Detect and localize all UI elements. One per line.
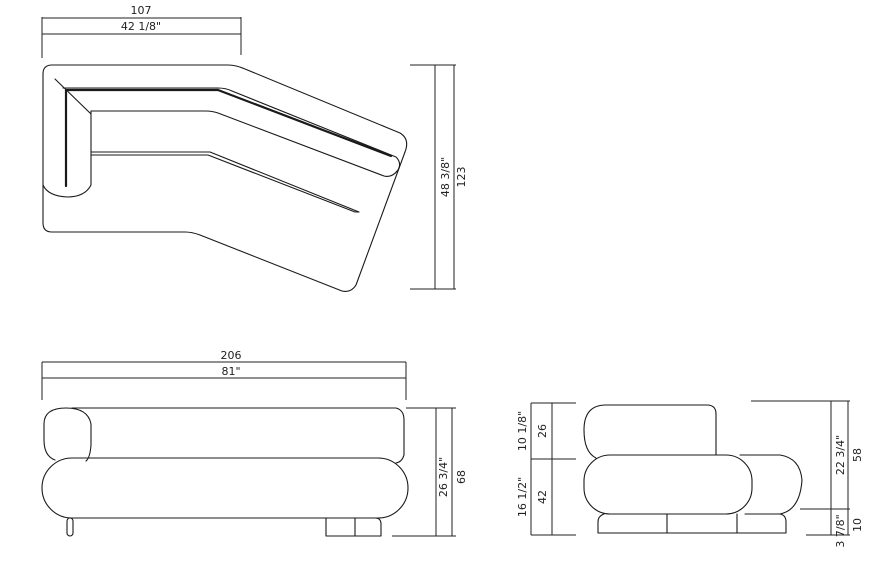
front-width-in: 81"	[221, 365, 240, 378]
side-base	[597, 513, 787, 534]
side-back-height-cm: 26	[536, 424, 549, 438]
top-depth-in: 48 3/8"	[439, 157, 452, 197]
front-left-leg	[66, 517, 74, 537]
side-right-dimensions: 22 3/4" 58 3 7/8" 10	[751, 400, 864, 548]
front-arm-cushion	[43, 407, 92, 462]
front-seat-cushion	[41, 457, 409, 519]
side-back-height-in: 10 1/8"	[516, 411, 529, 451]
front-height-dimension: 26 3/4" 68	[392, 407, 468, 537]
top-outline	[42, 64, 408, 292]
top-seat-seam	[90, 151, 360, 213]
top-depth-cm: 123	[455, 167, 468, 188]
side-seat-cushion	[583, 454, 753, 515]
front-back-cushion	[71, 407, 405, 464]
side-total-height-cm: 58	[851, 448, 864, 462]
side-total-height-in: 22 3/4"	[834, 435, 847, 475]
top-width-cm: 107	[131, 4, 152, 17]
side-back-cushion	[583, 404, 717, 459]
top-depth-dimension: 48 3/8" 123	[410, 64, 468, 290]
side-view: 10 1/8" 26 16 1/2" 42 22 3/4" 58 3 7/8" …	[516, 400, 864, 548]
top-width-in: 42 1/8"	[121, 20, 161, 33]
side-seat-height-cm: 42	[536, 490, 549, 504]
front-right-base	[325, 517, 382, 537]
front-width-cm: 206	[221, 349, 242, 362]
front-height-in: 26 3/4"	[437, 457, 450, 497]
side-left-dimensions: 10 1/8" 26 16 1/2" 42	[516, 402, 576, 536]
side-seat-height-in: 16 1/2"	[516, 477, 529, 517]
top-view: 107 42 1/8" 48 3/8" 123	[41, 4, 468, 292]
top-width-dimension: 107 42 1/8"	[41, 4, 242, 58]
front-width-dimension: 206 81"	[41, 349, 407, 400]
front-view: 206 81" 26 3/4" 68	[41, 349, 468, 537]
top-back-cushion	[42, 87, 401, 198]
front-height-cm: 68	[455, 470, 468, 484]
side-base-height-in: 3 7/8"	[834, 514, 847, 547]
side-base-height-cm: 10	[851, 518, 864, 532]
side-seat-extension	[739, 454, 803, 515]
